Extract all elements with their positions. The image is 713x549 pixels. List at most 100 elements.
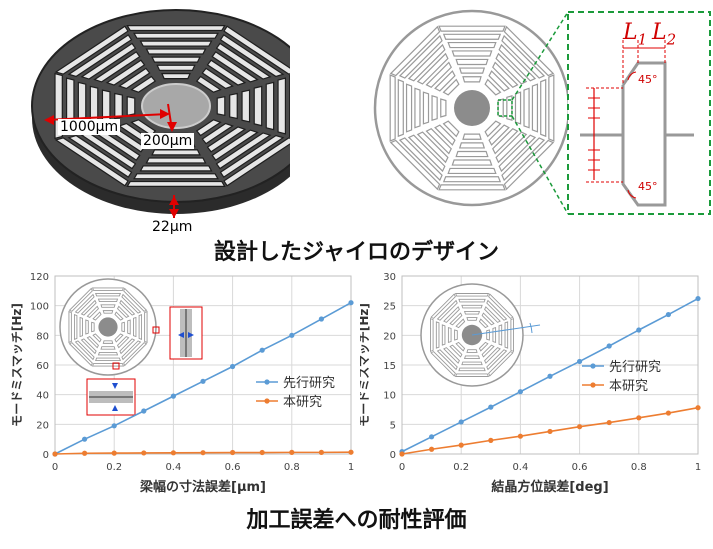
spring-slot (484, 347, 501, 364)
spring-slot (73, 314, 78, 340)
spring-slot (92, 311, 102, 321)
chart-gyro-illustration (59, 278, 157, 376)
spring-slot (449, 312, 463, 326)
data-point (695, 405, 701, 411)
data-point (289, 332, 295, 338)
y-tick-label: 20 (383, 331, 396, 342)
spring-slot (492, 61, 519, 88)
spring-slot (68, 310, 72, 344)
data-point (230, 449, 236, 456)
x-tick-label: 1 (348, 462, 354, 473)
spring-slot (123, 287, 148, 312)
data-point (547, 428, 553, 435)
spring-slot (100, 304, 116, 308)
spring-slot (443, 347, 460, 364)
data-point (488, 437, 494, 443)
data-point (259, 347, 265, 353)
data-point (170, 450, 176, 456)
y-axis-label: モードミスマッチ[Hz] (10, 303, 24, 427)
spring-slot (114, 333, 124, 343)
spring-slot (455, 341, 466, 352)
data-point (82, 436, 88, 442)
data-point (200, 450, 206, 456)
spring-slot (466, 317, 478, 321)
legend-label: 本研究 (609, 379, 648, 394)
spring-slot (215, 42, 272, 80)
spring-slot (253, 85, 263, 127)
spring-slot (436, 349, 458, 371)
spring-slot (91, 363, 125, 367)
spring-slot (265, 81, 275, 131)
data-point (577, 358, 583, 365)
spring-slot (145, 157, 207, 164)
spring-slot (68, 287, 93, 312)
spring-slot (151, 56, 201, 63)
spring-slot (74, 340, 95, 361)
spring-slot (498, 43, 537, 82)
spring-slot (206, 59, 247, 86)
spring-slot (126, 25, 226, 32)
data-point (230, 363, 236, 370)
inset-box (567, 11, 711, 215)
spring-slot (114, 311, 124, 321)
spring-slot (130, 75, 157, 93)
data-point (665, 311, 671, 318)
spring-slot (478, 318, 489, 329)
spring-slot (531, 83, 539, 133)
spring-slot (422, 91, 430, 125)
spring-slot (102, 340, 114, 344)
spring-slot (442, 176, 502, 183)
x-axis-label: 梁幅の寸法誤差[μm] (139, 479, 266, 495)
x-tick-label: 0.4 (512, 462, 528, 473)
spring-slot (443, 306, 460, 323)
spring-slot (132, 316, 137, 338)
data-point (399, 451, 405, 457)
spring-slot (440, 98, 447, 118)
spring-slot (156, 64, 196, 71)
spring-slot (80, 132, 137, 170)
data-point (606, 419, 612, 426)
spring-slot (277, 77, 287, 135)
spring-slot (442, 33, 502, 40)
spring-slot (229, 92, 238, 120)
x-tick-label: 0 (399, 462, 405, 473)
spring-slot (436, 299, 458, 321)
spring-slot (211, 129, 259, 161)
spring-slot (503, 25, 555, 77)
spring-slot (126, 180, 226, 187)
spring-slot (398, 34, 443, 79)
spring-slot (100, 346, 116, 350)
spring-slot (497, 98, 504, 118)
y-tick-label: 120 (30, 272, 49, 283)
data-point (458, 442, 464, 448)
spring-slot (161, 72, 191, 80)
spring-slot (118, 67, 151, 90)
data-point (348, 449, 354, 455)
x-tick-label: 0.6 (572, 462, 588, 473)
spring-slot (241, 89, 251, 123)
angle-bottom-label: 45° (638, 180, 658, 193)
spring-slot (92, 333, 102, 343)
spring-slot (488, 70, 510, 92)
y-tick-label: 25 (383, 302, 396, 313)
y-tick-label: 30 (383, 272, 396, 283)
spring-slot (139, 40, 213, 47)
spring-slot (431, 94, 438, 122)
spring-slot (458, 367, 486, 372)
dim-outer-label: 1000μm (58, 119, 121, 135)
x-tick-label: 0.2 (453, 462, 469, 473)
spring-slot (223, 137, 290, 187)
legend-item: 本研究 (582, 379, 648, 394)
data-point (665, 410, 671, 416)
spring-slot (211, 51, 259, 83)
spring-slot (488, 293, 514, 319)
data-point (458, 419, 464, 425)
spring-slot (449, 344, 463, 358)
spring-slot (492, 326, 497, 344)
spring-slot (216, 95, 226, 117)
spring-slot (438, 184, 506, 191)
spring-slot (425, 61, 452, 88)
y-tick-label: 0 (390, 450, 396, 461)
spring-slot (145, 48, 207, 55)
